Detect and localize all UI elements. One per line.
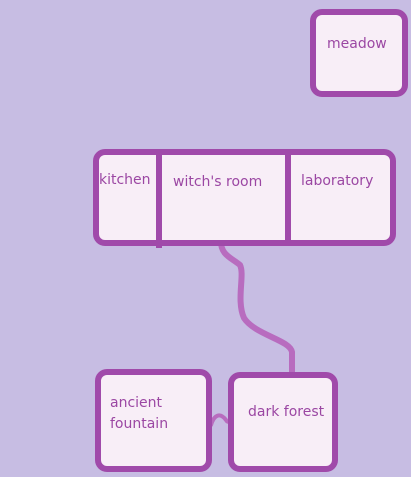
room-ancient-fountain[interactable] [95, 369, 212, 472]
path-witchs-room-to-dark-forest [217, 237, 295, 381]
room-label-ancient-fountain-line2: fountain [110, 416, 169, 432]
room-label-laboratory[interactable]: laboratory [301, 173, 374, 189]
building-main [93, 149, 396, 246]
room-label-witchs-room[interactable]: witch's room [173, 174, 263, 190]
room-label-dark-forest: dark forest [248, 404, 325, 420]
wall-witchs-room-laboratory [285, 152, 291, 242]
room-meadow[interactable] [310, 9, 408, 97]
room-label-kitchen[interactable]: kitchen [99, 172, 151, 188]
room-label-ancient-fountain-line1: ancient [110, 395, 163, 411]
room-dark-forest[interactable] [228, 372, 338, 472]
room-label-meadow: meadow [327, 36, 387, 52]
wall-kitchen-witchs-room [156, 152, 162, 248]
